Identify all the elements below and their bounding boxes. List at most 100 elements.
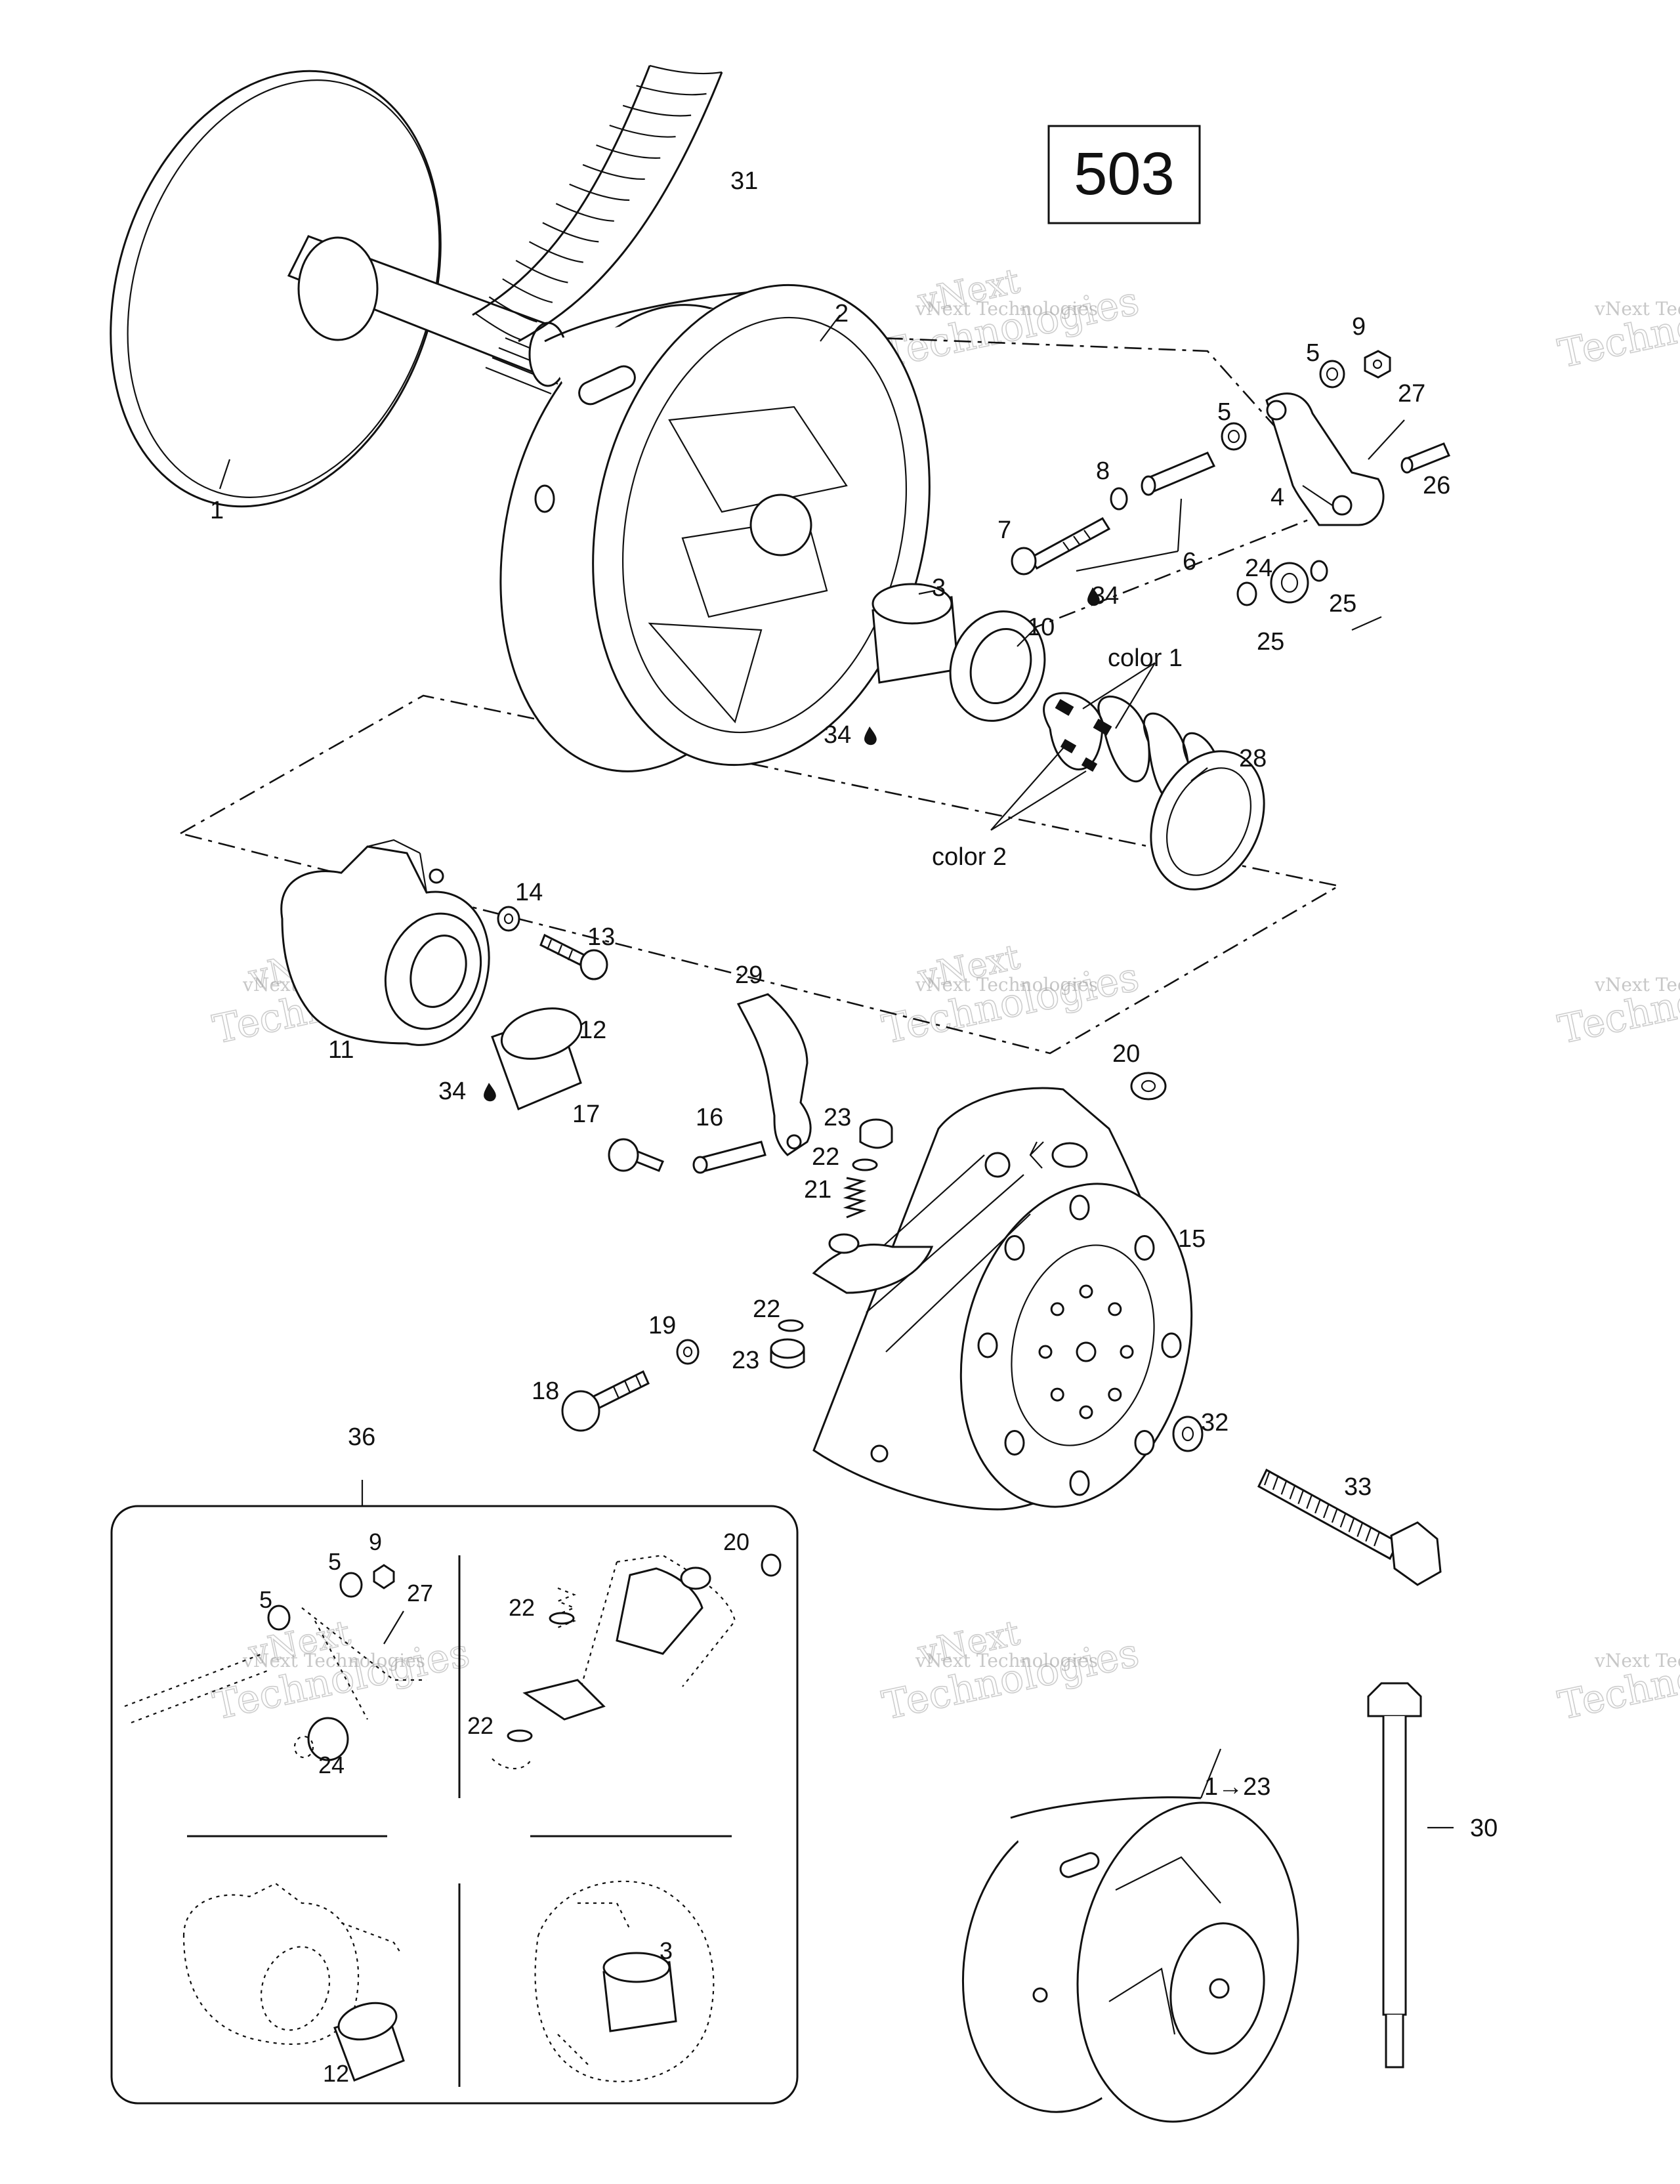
bolt-hole (1069, 1194, 1090, 1221)
q1-pin (124, 1652, 270, 1724)
leader-28 (1190, 767, 1208, 782)
inset-callout-27: 27 (407, 1580, 433, 1606)
part-washer-25b (1236, 581, 1257, 606)
screw-13-head (579, 949, 608, 980)
nut-9-hole (1372, 359, 1383, 369)
washer-19-hole (682, 1346, 693, 1358)
q2-cup-outline (576, 1554, 736, 1700)
part-bushing-12 (491, 1007, 583, 1110)
leader-3 (918, 589, 936, 595)
callout-28: 28 (1239, 745, 1267, 772)
washer-8 (1110, 487, 1128, 511)
callout-color-2: color 2 (932, 843, 1007, 871)
part-bushing-3 (872, 583, 959, 684)
bolt-18-shank (589, 1370, 650, 1412)
screw-13-thread (546, 939, 574, 961)
q2-lug (680, 1566, 711, 1590)
q3-screw (341, 1922, 401, 1953)
watermark-small-text: vNext Technologies (1594, 974, 1680, 996)
leader-color-2 (990, 747, 1087, 831)
thread-mark (1322, 1503, 1330, 1519)
inset-callout-22-bottom: 22 (467, 1712, 494, 1739)
q4-sheave-outline (534, 1880, 715, 2082)
watermark-small-text: vNext Technologies (915, 298, 1098, 320)
part-washer-19 (676, 1339, 700, 1365)
inset-callout-12: 12 (323, 2060, 349, 2087)
callout-1: 1 (210, 497, 224, 524)
part-washer-25a (1310, 560, 1328, 582)
q2-spring (556, 1587, 576, 1629)
part-drive-belt (472, 64, 723, 343)
callout-25-left: 25 (1257, 628, 1284, 656)
sheave-rim (127, 79, 440, 498)
inner-bolt-hole (1108, 1387, 1122, 1402)
part-washer-22b (778, 1319, 804, 1332)
q2-washer-20 (761, 1553, 782, 1577)
watermark-large-text: Technologies (1555, 1630, 1680, 1729)
grease-icons (484, 587, 1100, 1102)
inset-q2-governor (492, 1553, 782, 1769)
watermark-small-text: vNext Technologies (242, 1650, 425, 1671)
spider-hole (429, 868, 444, 884)
callout-34-mid: 34 (824, 721, 851, 749)
bolt-18-thread (612, 1375, 642, 1399)
thread-mark (1365, 1526, 1372, 1542)
part-cam-arm-4 (1265, 392, 1385, 526)
thread-mark (1331, 1507, 1338, 1523)
callout-10: 10 (1027, 614, 1055, 641)
part-screw-7 (1011, 517, 1111, 576)
bolt-hole (1134, 1235, 1155, 1261)
washer-22b (778, 1319, 804, 1332)
governor-cup-lower-hole (870, 1444, 889, 1463)
q1-nut-9 (373, 1564, 395, 1589)
thread-mark (1272, 1475, 1279, 1490)
q1-washer (293, 1735, 314, 1759)
callout-25-right: 25 (1329, 590, 1356, 618)
washer-32-hole (1181, 1426, 1194, 1442)
leader-lines (219, 314, 1454, 1829)
bolt-hole (977, 1332, 998, 1358)
weight-hole (786, 1134, 802, 1150)
q2-washer-22a (549, 1612, 575, 1625)
leader-assembly (1200, 1748, 1222, 1799)
part-washer-32 (1172, 1416, 1204, 1452)
bolt-hole (1161, 1332, 1182, 1358)
part-washer-20 (1130, 1072, 1167, 1101)
inset-frame (110, 1505, 799, 2105)
leader-25b (1351, 616, 1382, 631)
callout-16: 16 (696, 1104, 723, 1131)
leader-10 (1017, 626, 1038, 647)
inner-bolt-hole (1038, 1345, 1053, 1359)
callout-3: 3 (932, 574, 946, 602)
spring-21-coils (843, 1177, 867, 1219)
part-washer-14 (497, 906, 520, 932)
inner-bolt-hole (1079, 1405, 1093, 1419)
pin-16-body (698, 1141, 766, 1173)
washer-19 (676, 1339, 700, 1365)
inset-callout-5-right: 5 (328, 1548, 341, 1575)
inner-bolt-hole (1079, 1284, 1093, 1299)
part-assembled-unit (961, 1796, 1299, 2123)
governor-cup-boss-hole (984, 1152, 1011, 1178)
part-long-bolt-30 (1367, 1682, 1422, 2068)
spring-end-coil (1150, 750, 1265, 891)
inset-q1-cam-arm (124, 1564, 427, 1761)
bushing-top (872, 583, 953, 625)
cam-arm-pivot (1266, 400, 1287, 421)
callout-32: 32 (1201, 1409, 1228, 1437)
thread-mark (1280, 1479, 1288, 1495)
part-roller-24 (1270, 562, 1309, 604)
bushing-5b (1319, 360, 1345, 388)
callout-21: 21 (804, 1176, 831, 1204)
shaft-splines (485, 337, 570, 395)
governor-cup-inner (1011, 1244, 1155, 1446)
cap-23a-body (859, 1129, 893, 1149)
cam-arm-roller-hole (1332, 495, 1353, 516)
q2-washer-22b (507, 1729, 533, 1742)
screw-17-head (608, 1138, 639, 1172)
washer-25b (1236, 581, 1257, 606)
part-pin-16 (692, 1141, 766, 1174)
q1-cam-arm (301, 1607, 427, 1720)
screw-7-shank (1028, 517, 1111, 570)
